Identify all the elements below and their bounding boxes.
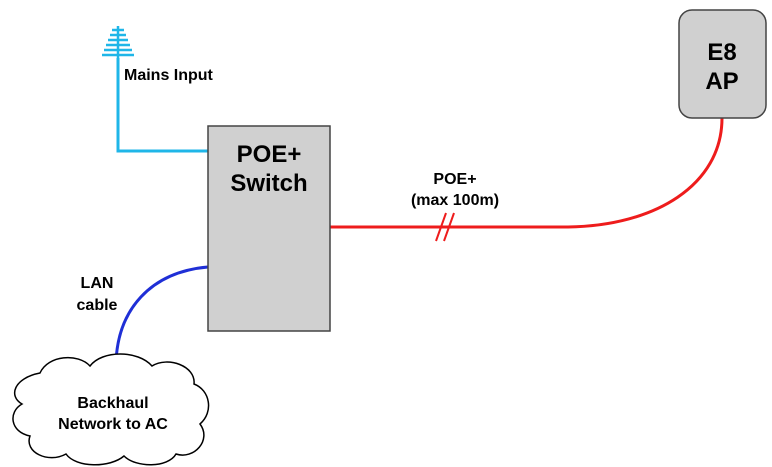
poe-cable xyxy=(330,117,724,229)
backhaul-label-line1: Backhaul xyxy=(77,395,148,412)
ap-label-line1: E8 xyxy=(707,39,736,66)
mains-input-label: Mains Input xyxy=(124,67,214,84)
lan-cable xyxy=(114,265,209,363)
cloud-icon xyxy=(12,353,210,466)
lan-label-line1: LAN xyxy=(81,275,114,292)
double-slash-icon xyxy=(435,212,455,242)
lan-label-line2: cable xyxy=(77,297,118,314)
backhaul-label-line2: Network to AC xyxy=(58,416,168,433)
e8-ap-box xyxy=(678,9,767,119)
switch-label-line1: POE+ xyxy=(237,141,302,168)
mains-cable xyxy=(116,58,208,153)
switch-label-line2: Switch xyxy=(230,170,307,197)
poe-switch-box xyxy=(207,125,331,332)
ap-label-line2: AP xyxy=(705,68,738,95)
antenna-icon xyxy=(102,26,134,58)
poe-link-label-line2: (max 100m) xyxy=(411,192,499,209)
poe-link-label-line1: POE+ xyxy=(433,171,476,188)
